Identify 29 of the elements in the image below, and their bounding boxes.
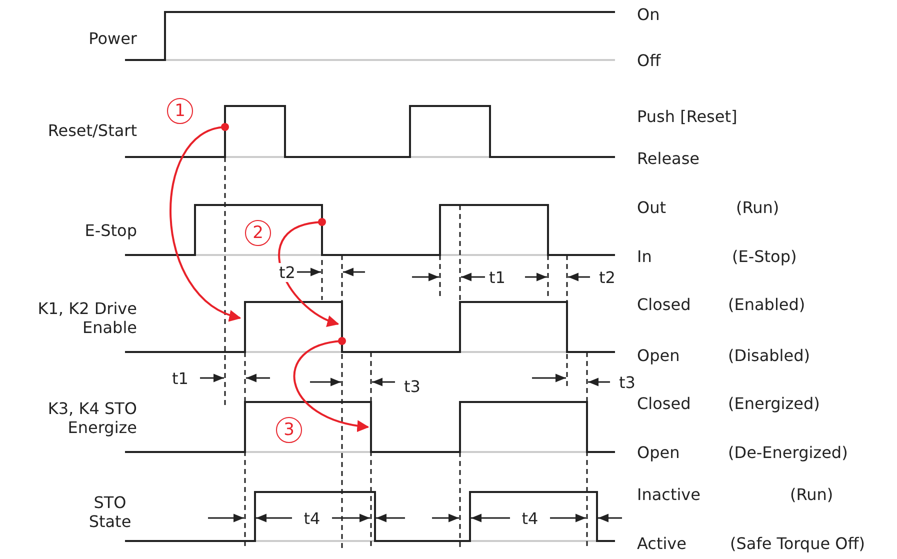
state-label: (De-Energized)	[728, 442, 848, 462]
signal-name: Reset/Start	[46, 120, 137, 140]
state-label: Off	[637, 50, 661, 70]
state-label: In	[637, 246, 652, 266]
callout-number: 3	[276, 417, 302, 443]
signal-name: K3, K4 STO Energize	[46, 399, 137, 437]
signal-name: STO State	[88, 493, 132, 531]
signal-name: K1, K2 Drive Enable	[36, 299, 137, 337]
state-label: On	[637, 4, 660, 24]
state-label: (E-Stop)	[732, 246, 797, 266]
state-label: Open	[637, 346, 680, 364]
state-label: Closed	[637, 394, 691, 412]
state-label: Open	[637, 442, 680, 462]
state-label: (Disabled)	[728, 346, 810, 364]
state-label: Out	[637, 198, 666, 216]
state-label: (Run)	[790, 484, 834, 504]
state-label: (Energized)	[728, 394, 820, 412]
state-label: Release	[637, 148, 700, 168]
state-label: Push [Reset]	[637, 106, 738, 126]
state-label: Active	[637, 534, 686, 552]
state-label: (Safe Torque Off)	[730, 534, 865, 552]
state-label: Closed	[637, 294, 691, 314]
callout-number: 1	[167, 98, 193, 124]
signal-name: Power	[88, 28, 137, 48]
state-label: (Run)	[736, 198, 780, 216]
signal-name: E-Stop	[84, 220, 137, 240]
state-label: (Enabled)	[728, 294, 806, 314]
state-label: Inactive	[637, 484, 700, 504]
callout-number: 2	[245, 220, 271, 246]
